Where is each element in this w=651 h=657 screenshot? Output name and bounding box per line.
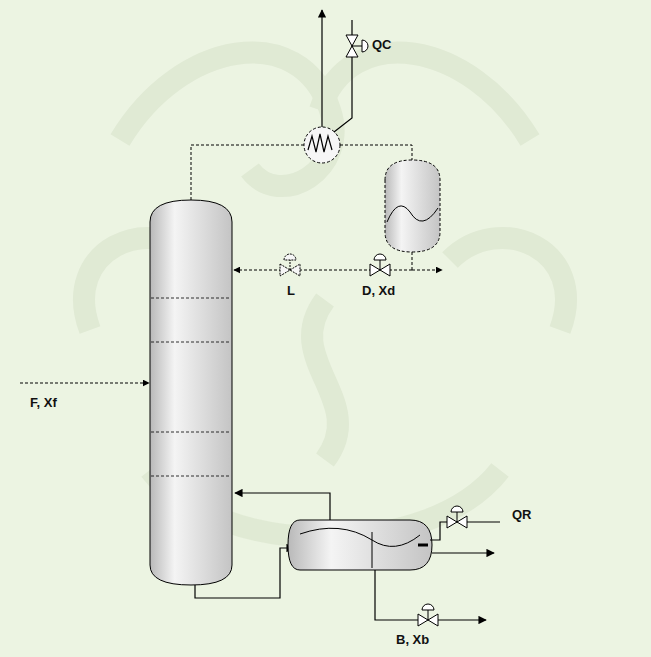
reboiler: [288, 520, 432, 570]
stream-label: QC: [372, 38, 392, 52]
reflux-valve: [280, 254, 300, 276]
bottoms-valve: [418, 604, 438, 626]
drum-liquid: [387, 206, 438, 222]
column-trays: [151, 298, 231, 476]
column-shell: [150, 200, 232, 585]
distillate-valve: [370, 254, 390, 276]
feed-line: [20, 383, 149, 384]
stream-label: L: [287, 284, 295, 298]
vapour-line: [191, 145, 304, 200]
reboiler-weir: [372, 532, 373, 568]
coolant-out: [321, 10, 322, 127]
condenser-coil: [308, 134, 332, 152]
condensate-line: [340, 145, 412, 160]
vapour-return: [235, 493, 330, 520]
drum-outlet: [412, 252, 413, 270]
bottoms-line: [195, 548, 294, 598]
stream-label: D, Xd: [362, 284, 395, 298]
bottoms-product-line: [375, 570, 486, 620]
steam-valve: [447, 506, 467, 528]
reflux-drum: [385, 160, 440, 252]
reboiler-liquid: [300, 528, 420, 546]
stream-label: B, Xb: [396, 633, 429, 647]
coolant-valve: [346, 35, 368, 57]
distillate-line: [412, 270, 442, 271]
condensate-out: [432, 552, 494, 553]
stream-label: QR: [512, 508, 532, 522]
condenser: [304, 127, 340, 163]
stream-label: F, Xf: [30, 396, 57, 410]
tube-bundle: [418, 544, 428, 547]
